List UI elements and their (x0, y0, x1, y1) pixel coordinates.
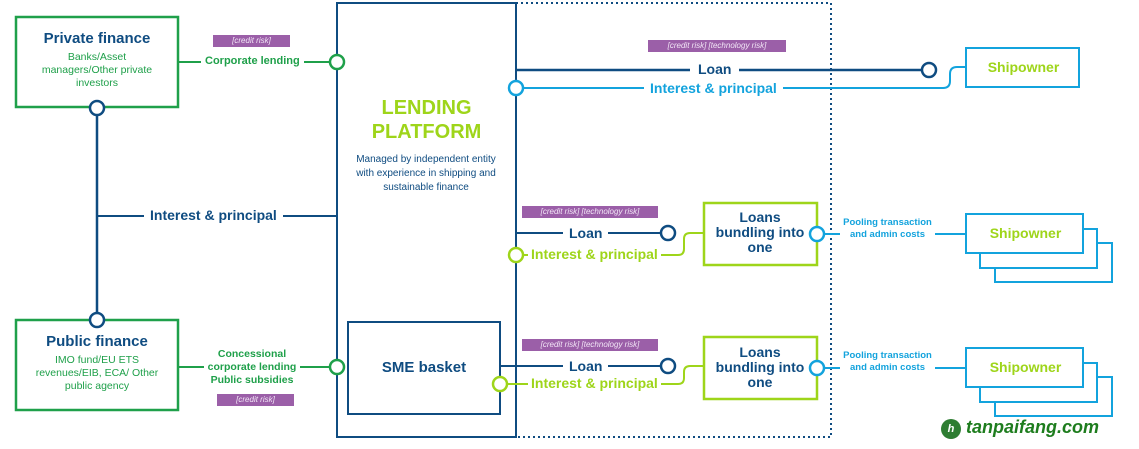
connector-node (808, 225, 826, 243)
mid-pooling-label: Pooling transaction and admin costs (843, 217, 932, 240)
watermark-text: tanpaifang.com (966, 417, 1100, 437)
interest-principal-label: Interest & principal (144, 207, 283, 223)
risk-tag: [credit risk] [technology risk] (522, 206, 658, 218)
corporate-lending-label: Corporate lending (201, 55, 304, 67)
connector-node (659, 224, 677, 242)
connector-node (507, 246, 525, 264)
bottom-loan-label: Loan (563, 358, 609, 374)
lending-platform-box (336, 2, 517, 438)
top-loan-label: Loan (690, 61, 740, 77)
risk-tag: [credit risk] (217, 394, 294, 406)
bottom-interest-label: Interest & principal (528, 375, 661, 391)
connector-node (659, 357, 677, 375)
bottom-return-line (507, 365, 704, 385)
connector-node (491, 375, 509, 393)
lending-platform-title-line1: LENDING (381, 97, 472, 119)
bottom-shipowner-box (965, 347, 1084, 388)
mid-loan-label: Loan (563, 225, 609, 241)
top-shipowner-label: Shipowner (987, 59, 1060, 75)
watermark-logo-icon: h (941, 419, 961, 439)
bottom-pooling-label: Pooling transaction and admin costs (843, 350, 932, 373)
lending-platform-title: LENDING PLATFORM (340, 96, 513, 144)
connector-node (920, 61, 938, 79)
top-shipowner-box (965, 47, 1080, 88)
mid-return-line (523, 232, 704, 256)
mid-shipowner-label: Shipowner (989, 225, 1062, 241)
private-finance-title: Private finance (43, 30, 151, 47)
mid-bundle-label: Loans bundling into one (715, 209, 805, 255)
public-finance-subtitle: IMO fund/EU ETS revenues/EIB, ECA/ Other… (35, 354, 159, 392)
bottom-bundle-label: Loans bundling into one (715, 344, 805, 390)
connector-node (808, 359, 826, 377)
connector-node (88, 99, 106, 117)
connector-node (328, 53, 346, 71)
mid-interest-label: Interest & principal (528, 246, 661, 262)
concessional-lending-label: Concessional corporate lending Public su… (204, 348, 300, 387)
mid-shipowner-box (965, 213, 1084, 254)
risk-tag: [credit risk] [technology risk] (522, 339, 658, 351)
connector-node (507, 79, 525, 97)
private-finance-subtitle: Banks/Asset managers/Other private inves… (41, 51, 153, 89)
bottom-bundle-box (702, 335, 819, 401)
lending-platform-title-line2: PLATFORM (371, 121, 482, 143)
sme-basket-box (347, 321, 501, 415)
sme-basket-label: SME basket (381, 359, 467, 376)
connector-node (88, 311, 106, 329)
lending-platform-description: Managed by independent entity with exper… (356, 154, 496, 193)
top-return-line (523, 66, 966, 89)
public-finance-title: Public finance (46, 333, 148, 350)
connector-node (328, 358, 346, 376)
risk-tag: [credit risk] [technology risk] (648, 40, 786, 52)
risk-tag: [credit risk] (213, 35, 290, 47)
top-interest-label: Interest & principal (644, 80, 783, 96)
bottom-shipowner-label: Shipowner (989, 359, 1062, 375)
platform-dotted-boundary (516, 2, 832, 438)
